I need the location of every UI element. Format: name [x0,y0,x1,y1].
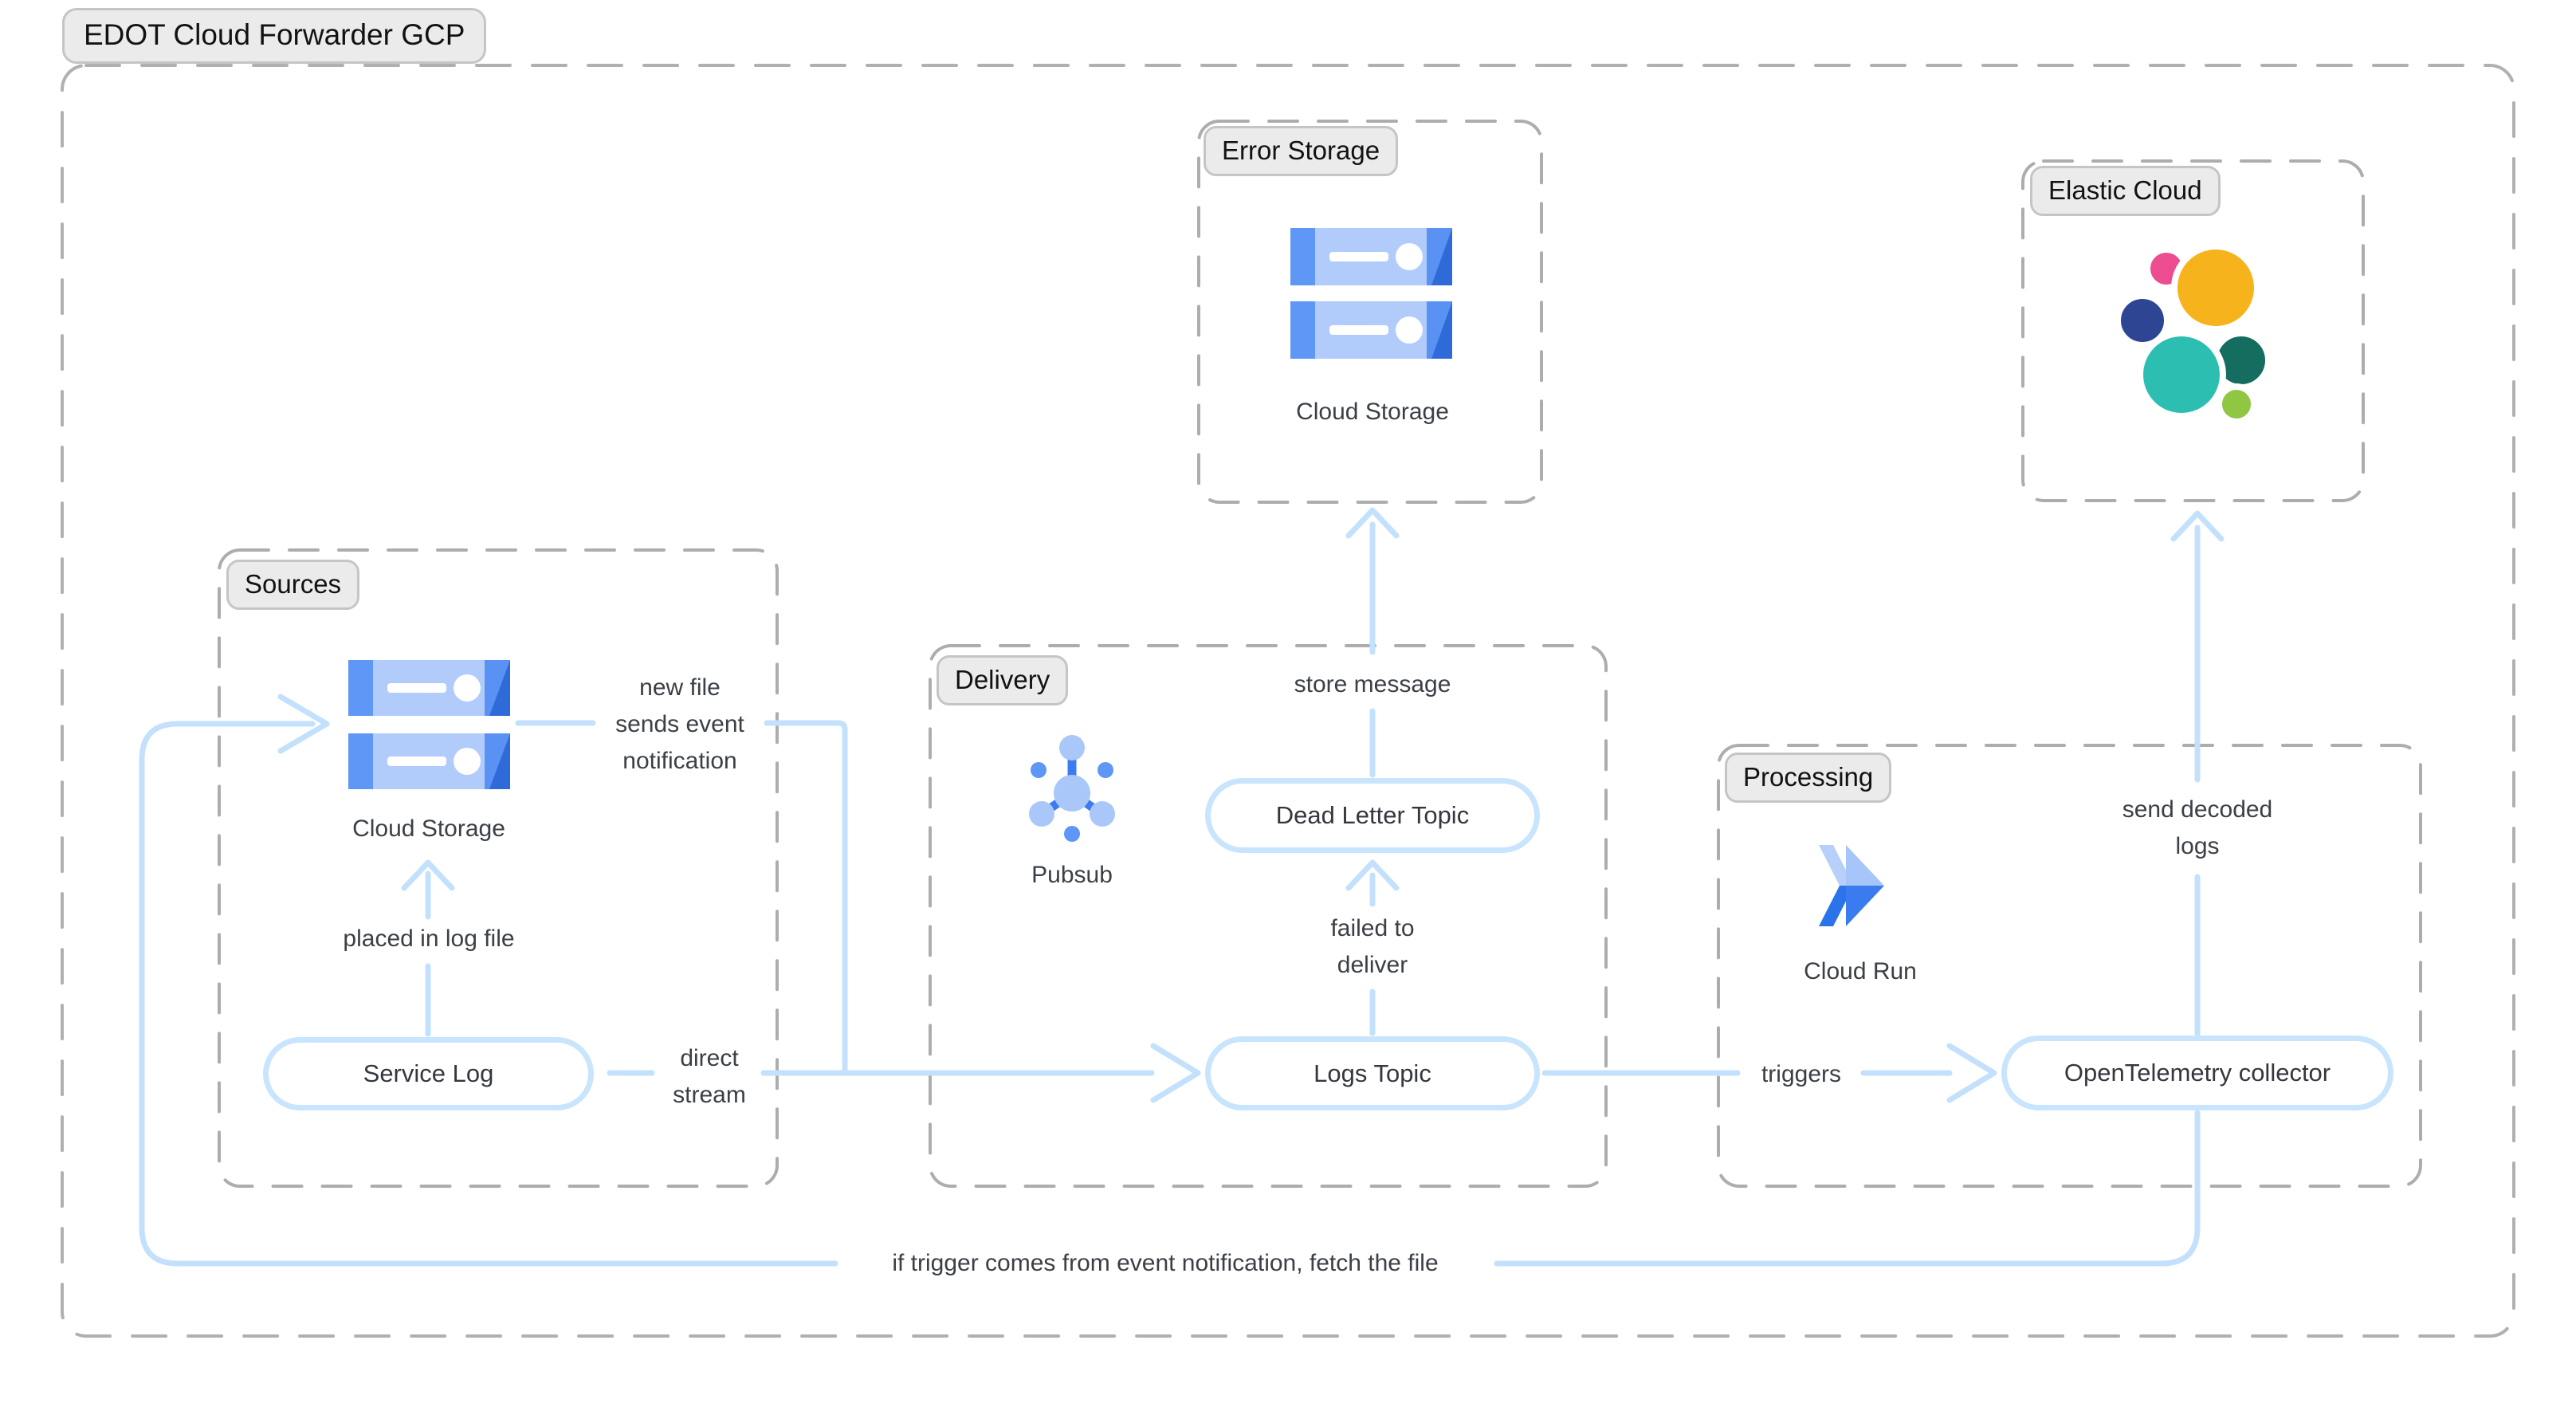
group-label-error-storage: Error Storage [1204,126,1399,176]
cloud-storage-icon [1290,228,1452,359]
icon-caption-pubsub: Pubsub [1031,862,1113,888]
arrowhead-into-otel-icon [1946,1043,1997,1103]
cloud-storage-bar [348,733,510,789]
edge-label-failed-to-deliver: failed to deliver [1330,915,1415,978]
cloud-storage-bar [348,660,510,716]
group-label-elastic-cloud: Elastic Cloud [2030,166,2221,216]
edge-label-direct-stream: direct stream [673,1045,746,1108]
elastic-logo-icon [2115,243,2272,425]
arrowhead-into-logs-topic-icon [1150,1043,1201,1103]
node-dead-letter-topic: Dead Letter Topic [1205,778,1540,853]
arrowhead-into-dead-letter-icon [1345,859,1400,891]
edge-fetch-file-right-segment [1494,1110,2201,1267]
cloud-run-icon [1819,845,1884,926]
edge-new-file-segment-2 [764,720,848,1076]
edge-label-new-file: new file sends event notification [615,674,744,774]
diagram-title: EDOT Cloud Forwarder GCP [62,8,487,64]
node-otel-collector: OpenTelemetry collector [2001,1036,2393,1110]
group-label-processing: Processing [1725,753,1892,803]
cloud-storage-bar [1290,301,1452,359]
edge-label-store-message: store message [1294,671,1451,698]
edge-label-placed-in-log: placed in log file [343,926,515,952]
cloud-storage-bar [1290,228,1452,285]
processing-group-box [1717,744,2422,1188]
edge-label-send-decoded-logs: send decoded logs [2122,796,2273,859]
pubsub-icon [1029,735,1115,842]
arrowhead-into-elastic-icon [2170,510,2225,542]
outer-group-box [61,64,2515,1338]
group-label-sources: Sources [226,560,360,610]
arrowhead-into-error-storage-icon [1345,507,1400,539]
error-storage-group-box [1197,120,1543,504]
sources-group-box [218,548,779,1188]
arrowhead-into-cloud-storage-icon [277,694,330,754]
icon-caption-cloud-run: Cloud Run [1804,958,1917,984]
edge-fetch-file-left-segment [139,721,838,1267]
node-logs-topic: Logs Topic [1205,1036,1540,1110]
node-service-log: Service Log [263,1037,594,1110]
icon-caption-cloud-storage-error: Cloud Storage [1296,399,1449,425]
edge-label-triggers: triggers [1761,1061,1842,1087]
delivery-group-box [929,644,1608,1188]
elastic-cloud-group-box [2021,159,2365,502]
cloud-storage-icon [348,660,510,789]
edge-label-fetch-file: if trigger comes from event notification… [892,1250,1439,1276]
arrowhead-placed-in-log-icon [401,859,455,891]
group-label-delivery: Delivery [937,655,1069,705]
icon-caption-cloud-storage-sources: Cloud Storage [352,815,505,842]
